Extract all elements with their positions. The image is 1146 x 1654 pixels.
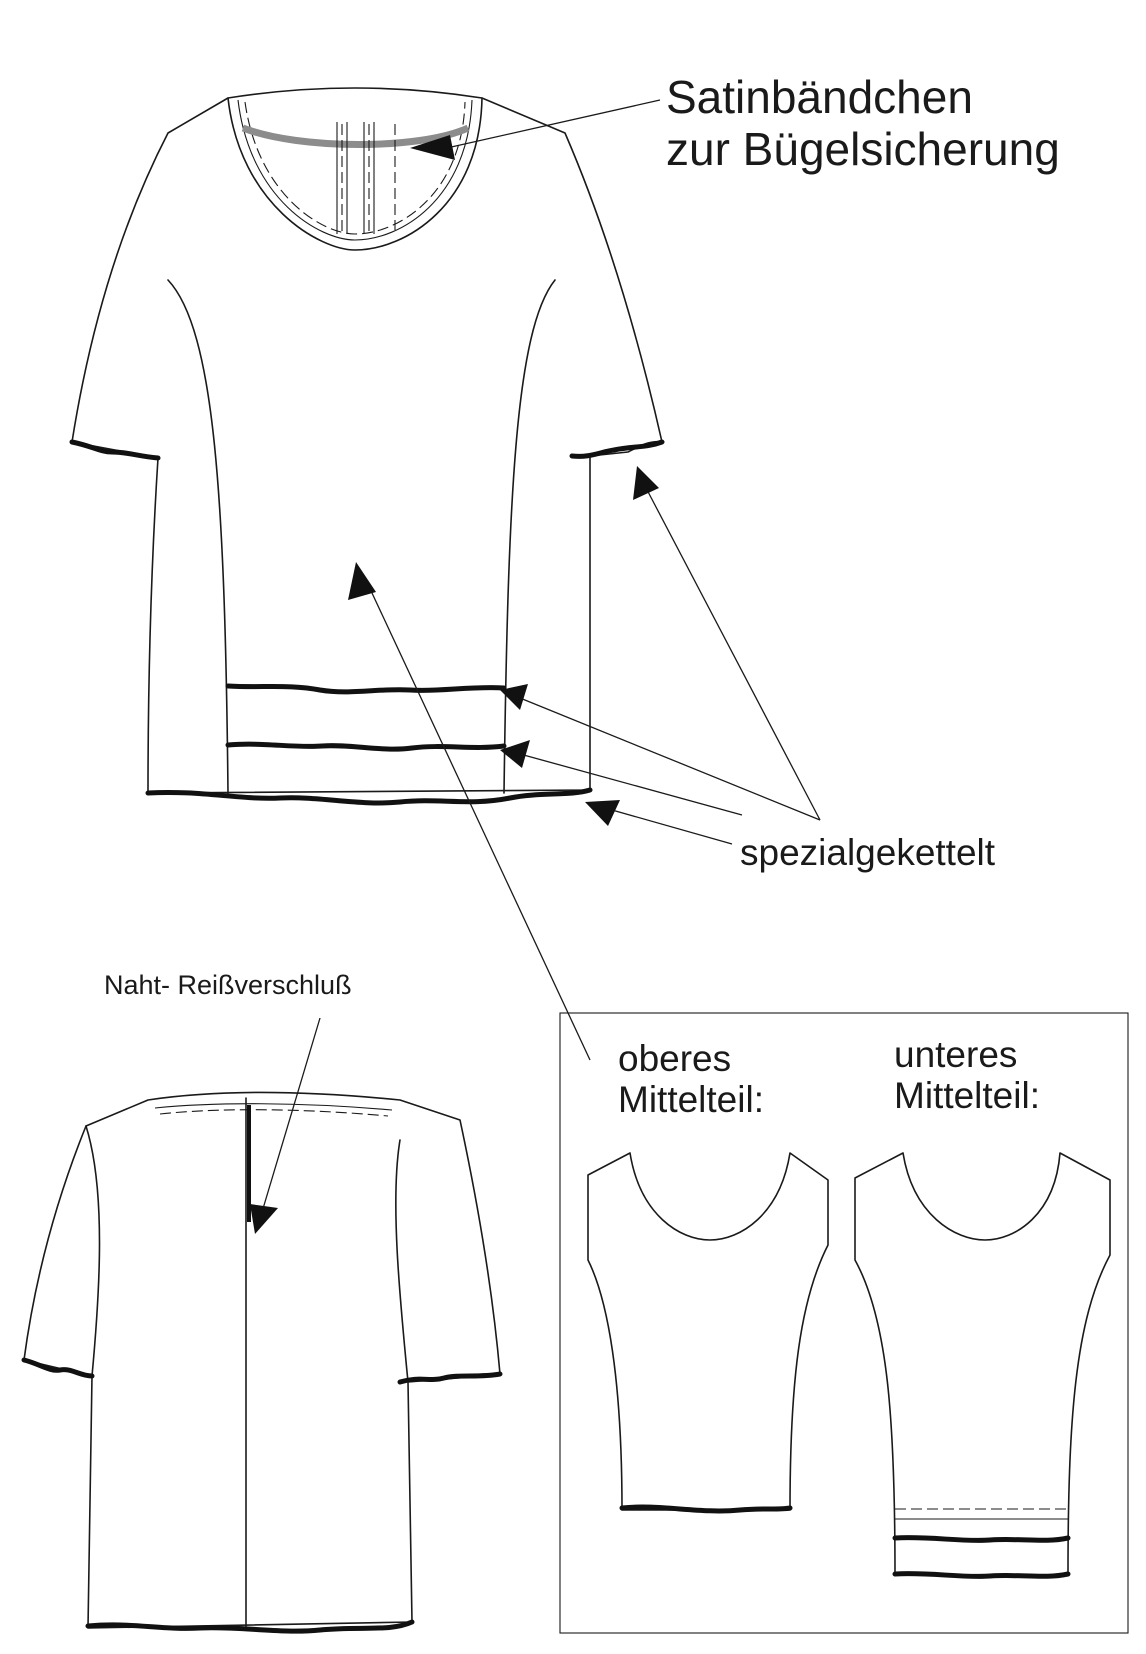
pointer-spezial-stripe-2 — [500, 740, 743, 816]
label-satin-line-1: Satinbändchen — [666, 71, 973, 123]
back-bottom-hem — [85, 1619, 415, 1634]
pointer-spezial-stripe-1 — [500, 684, 821, 821]
upper-center-piece-outline — [587, 1152, 829, 1511]
lower-center-piece — [854, 1152, 1111, 1579]
pointer-spezial-sleeve — [633, 466, 821, 821]
front-neck-topstitch — [244, 101, 466, 235]
front-left-princess-seam — [167, 279, 229, 794]
upper-center-piece-hem — [619, 1504, 793, 1514]
front-hem-stripe-1 — [225, 683, 507, 695]
label-unteres-line-1: unteres — [894, 1034, 1018, 1075]
front-right-princess-seam — [503, 279, 556, 794]
label-spezialgekettelt: spezialgekettelt — [740, 832, 996, 873]
pointer-satin-ribbon — [410, 99, 661, 160]
front-hem-stripe-2 — [225, 741, 507, 752]
pointer-zipper — [250, 1017, 321, 1234]
front-right-sleeve-hem — [569, 439, 665, 459]
back-right-armhole-seam — [395, 1139, 409, 1383]
lower-center-piece-outline — [854, 1152, 1111, 1576]
label-upper-center-piece: oberes Mittelteil: — [618, 1038, 764, 1121]
lower-piece-stripe-2 — [892, 1571, 1071, 1579]
front-left-sleeve-hem — [69, 439, 161, 461]
label-satin-ribbon: Satinbändchen zur Bügelsicherung — [666, 71, 1060, 175]
front-neck-binding — [237, 99, 473, 241]
lower-piece-stripe-1 — [892, 1535, 1071, 1543]
label-unteres-line-2: Mittelteil: — [894, 1075, 1040, 1117]
back-left-armhole-seam — [85, 1125, 101, 1377]
pointer-spezial-hem — [585, 800, 733, 845]
back-view-garment — [21, 1091, 503, 1634]
back-left-sleeve-hem — [21, 1357, 95, 1379]
back-neck-topstitch — [159, 1109, 389, 1117]
back-neck-zipper-stitching — [336, 122, 396, 234]
back-right-sleeve-hem — [397, 1371, 503, 1385]
front-view-garment — [69, 87, 665, 806]
back-neckline — [154, 1103, 393, 1111]
back-outline — [23, 1091, 501, 1629]
satin-ribbon — [241, 124, 470, 148]
label-lower-center-piece: unteres Mittelteil: — [894, 1034, 1040, 1117]
front-outline — [71, 87, 663, 794]
upper-center-piece — [587, 1152, 829, 1514]
label-oberes-line-1: oberes — [618, 1038, 732, 1079]
front-neckline — [227, 97, 483, 251]
label-oberes-line-2: Mittelteil: — [618, 1079, 764, 1121]
pointer-oberes-mittelteil — [348, 562, 591, 1061]
front-bottom-hem — [145, 787, 593, 806]
label-zipper: Naht- Reißverschluß — [104, 970, 352, 1000]
label-satin-line-2: zur Bügelsicherung — [666, 122, 1060, 175]
detail-panel-frame — [559, 1012, 1129, 1634]
